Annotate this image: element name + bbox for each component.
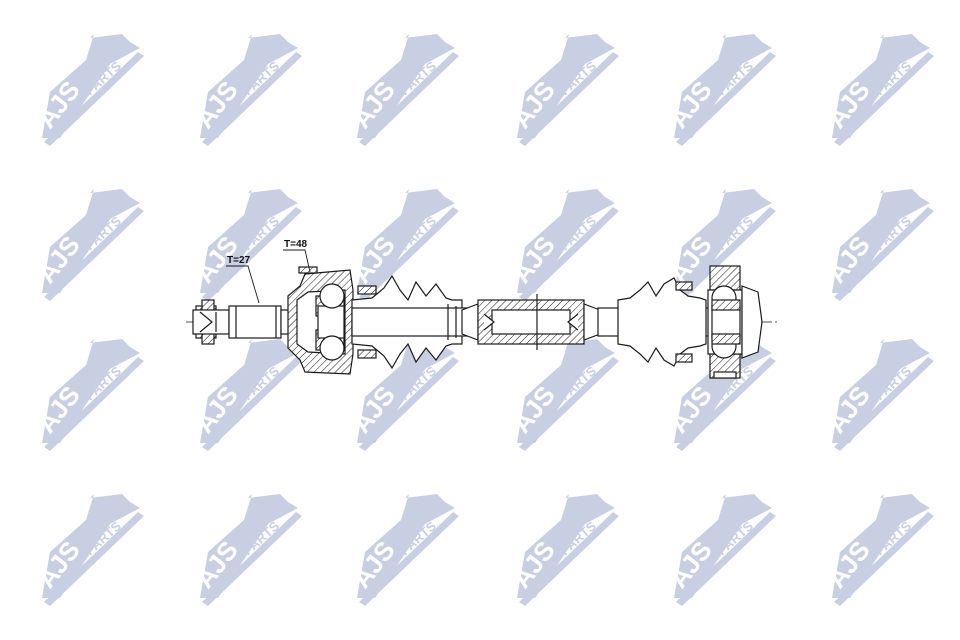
right-boot-clamp xyxy=(675,281,693,363)
leader-t48 xyxy=(283,249,311,273)
inner-joint-housing xyxy=(707,265,763,379)
outer-joint-housing xyxy=(287,266,354,375)
outer-spline-shaft xyxy=(228,305,292,339)
center-damper xyxy=(477,294,585,350)
main-shaft xyxy=(351,303,483,341)
right-boot xyxy=(617,277,707,367)
dimension-label-t48: T=48 xyxy=(284,239,308,250)
leader-t27 xyxy=(226,265,260,304)
left-nut xyxy=(192,299,230,345)
left-boot-clamp xyxy=(357,285,377,359)
dimension-label-t27: T=27 xyxy=(227,255,251,266)
